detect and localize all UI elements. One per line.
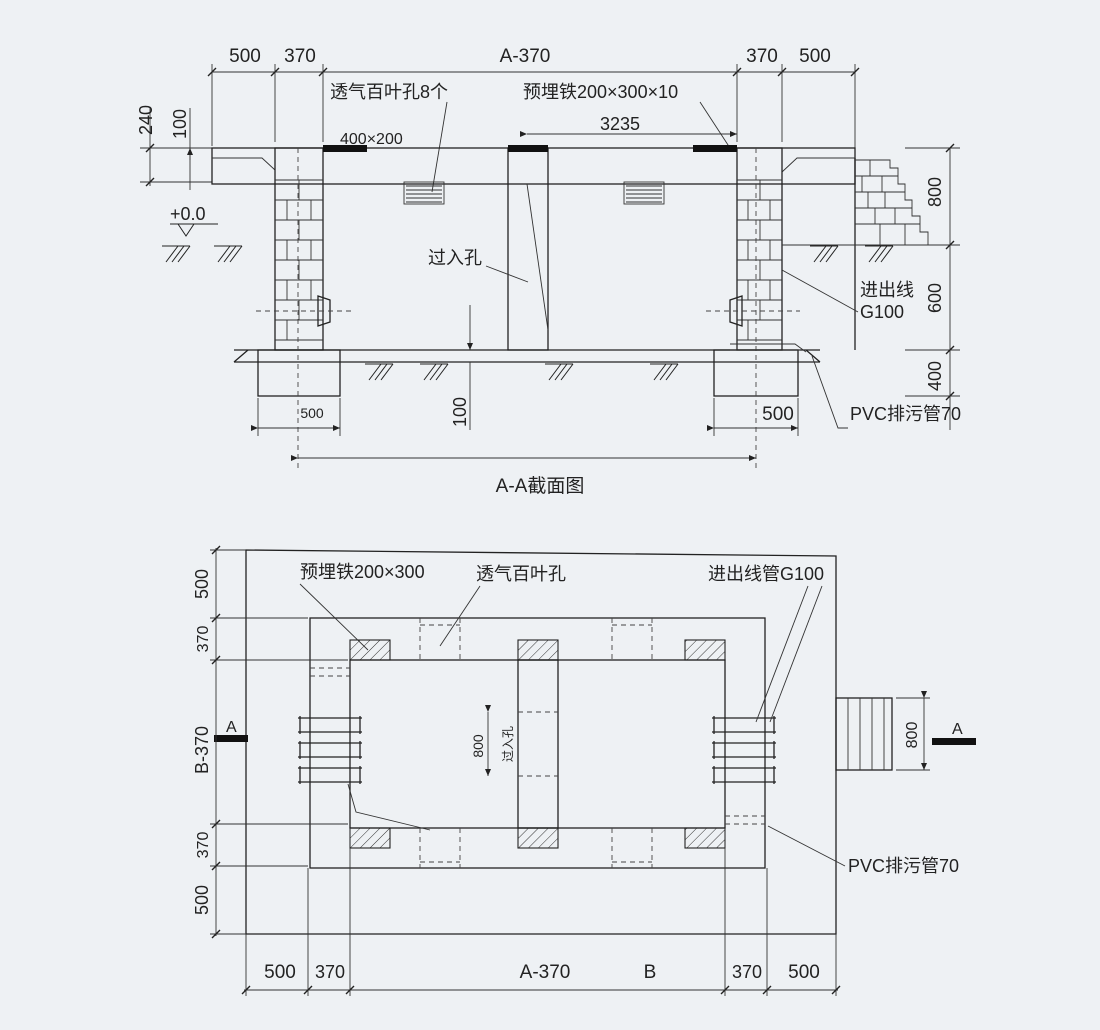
section-top-dimensions: 500 370 A-370 370 500 <box>207 46 860 150</box>
dim-top-370-left: 370 <box>284 46 316 67</box>
cable-label-g100: G100 <box>860 302 904 322</box>
dim-600: 600 <box>925 283 945 313</box>
plan-dim-500-left: 500 <box>264 962 296 983</box>
dim-400: 400 <box>925 361 945 391</box>
cable-pipes-left <box>298 716 362 784</box>
section-title: A-A截面图 <box>496 475 585 497</box>
plan-dim-a-370: A-370 <box>520 962 571 983</box>
plan-dim-b-370: B-370 <box>192 726 212 774</box>
plan-dim-500-top: 500 <box>192 569 212 599</box>
dim-800: 800 <box>925 177 945 207</box>
dim-top-a-370: A-370 <box>500 46 551 67</box>
plan-steps: 800 <box>835 691 930 771</box>
section-view: 500 370 A-370 370 500 透气百叶孔8个 预埋铁200×300… <box>136 46 961 497</box>
plan-dim-370-bottom: 370 <box>195 832 212 859</box>
vent-label: 透气百叶孔8个 <box>330 82 448 102</box>
plan-bottom-dimensions: 500 370 A-370 B 370 500 <box>241 828 841 996</box>
section-left-dimensions: 240 100 +0.0 <box>136 105 243 263</box>
cable-label: 进出线 <box>860 280 914 300</box>
plan-embed-label: 预埋铁200×300 <box>300 562 425 582</box>
plan-dim-370-left: 370 <box>315 962 345 982</box>
section-right-dimensions: 800 600 400 <box>905 143 960 430</box>
plan-cable-label: 进出线管G100 <box>708 564 824 584</box>
dim-500-footing-right: 500 <box>762 404 794 425</box>
manhole-dim: 800 <box>470 734 486 758</box>
level-mark: +0.0 <box>170 204 206 224</box>
embed-plate-size: 400×200 <box>340 131 403 148</box>
step-dim-800: 800 <box>904 722 921 749</box>
dim-240: 240 <box>136 105 156 135</box>
embed-plate-leader <box>699 101 731 149</box>
plan-dim-370-top: 370 <box>195 626 212 653</box>
section-structure <box>211 145 960 470</box>
dim-top-500-left: 500 <box>229 46 261 67</box>
dim-500-footing-left: 500 <box>300 405 324 421</box>
section-bottom-dimensions: 100 500 500 <box>251 305 799 461</box>
plan-dim-500-bottom: 500 <box>192 885 212 915</box>
pvc-label: PVC排污管70 <box>850 404 961 424</box>
step-blocks <box>855 159 929 246</box>
section-marker-left: A <box>226 719 237 736</box>
plan-dim-370-right: 370 <box>732 962 762 982</box>
plan-dim-500-right: 500 <box>788 962 820 983</box>
plan-dim-b: B <box>644 962 657 983</box>
cable-pipes-right <box>712 716 776 784</box>
manhole-label: 过入孔 <box>428 248 482 268</box>
vent-leader <box>431 101 448 193</box>
plan-view: 800 800 过入孔 预埋铁200×300 透气百叶孔 进出线管G100 PV… <box>192 545 976 996</box>
embed-plate-span: 3235 <box>600 114 640 134</box>
dim-top-500-right: 500 <box>799 46 831 67</box>
dim-top-370-right: 370 <box>746 46 778 67</box>
plan-vent-label: 透气百叶孔 <box>476 564 566 584</box>
dim-100-bottom: 100 <box>450 397 470 427</box>
embed-plate-label: 预埋铁200×300×10 <box>523 82 678 102</box>
plan-left-dimensions: 500 370 B-370 370 500 <box>192 545 348 939</box>
manhole-plan-label: 过入孔 <box>501 726 515 762</box>
plan-pvc-label: PVC排污管70 <box>848 856 959 876</box>
section-marker-right: A <box>952 721 963 738</box>
dim-100-left: 100 <box>170 109 190 139</box>
